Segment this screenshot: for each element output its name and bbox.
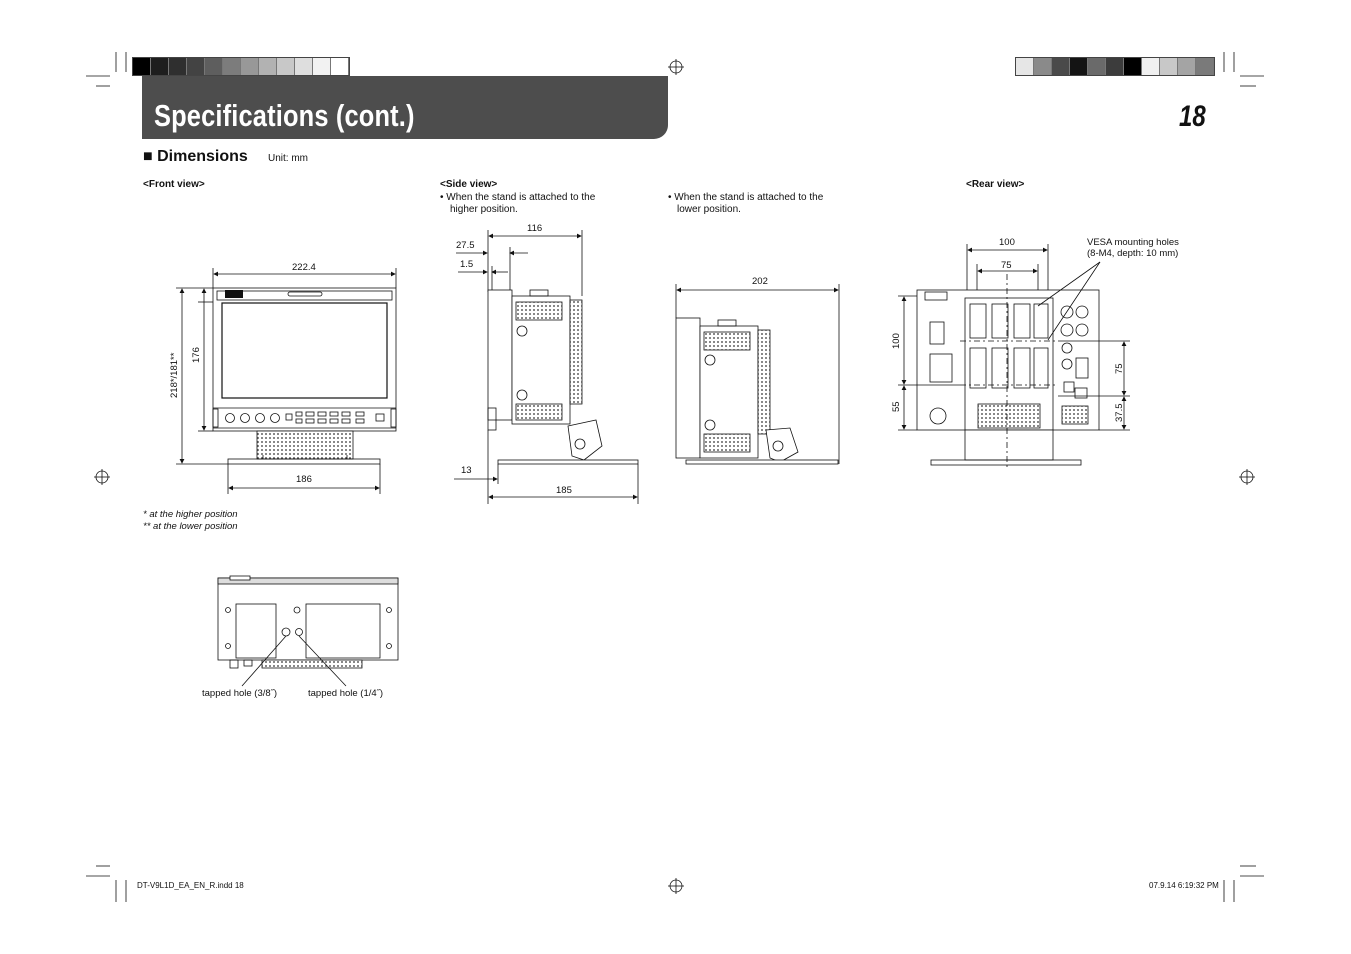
side-dim-13: 13 — [461, 465, 472, 476]
tapped-hole-1-4-label: tapped hole (1/4˝) — [308, 688, 383, 699]
color-swatch — [1034, 58, 1052, 75]
color-swatch — [1160, 58, 1178, 75]
front-view-label: <Front view> — [143, 179, 205, 190]
vesa-label-line2: (8-M4, depth: 10 mm) — [1087, 248, 1179, 259]
rear-dim-55-left: 55 — [891, 401, 902, 412]
rear-dim-100-top: 100 — [999, 237, 1015, 248]
color-calibration-bar-right — [1015, 57, 1215, 76]
color-swatch — [1016, 58, 1034, 75]
color-calibration-bar-left — [132, 57, 350, 76]
color-swatch — [1178, 58, 1196, 75]
tapped-hole-3-8-label: tapped hole (3/8˝) — [202, 688, 277, 699]
rear-dim-75-top: 75 — [1001, 260, 1012, 271]
side-dim-202: 202 — [752, 276, 768, 287]
side-view-higher-drawing — [454, 230, 639, 504]
note-higher-position: * at the higher position — [143, 509, 238, 520]
page-number: 18 — [1179, 100, 1206, 133]
color-swatch — [1052, 58, 1070, 75]
jvc-logo — [225, 290, 243, 298]
section-heading: ■ Dimensions — [143, 148, 248, 165]
color-swatch — [169, 58, 187, 75]
side-lower-note-line2: lower position. — [677, 204, 741, 215]
rear-dim-37-5-right: 37.5 — [1114, 403, 1125, 423]
front-width-222-4: 222.4 — [292, 262, 316, 273]
color-swatch — [1196, 58, 1214, 75]
side-view-label: <Side view> — [440, 179, 498, 190]
side-dim-27-5: 27.5 — [456, 240, 475, 251]
registration-marks — [86, 52, 1264, 902]
vesa-label-line1: VESA mounting holes — [1087, 237, 1179, 248]
color-swatch — [313, 58, 331, 75]
color-swatch — [277, 58, 295, 75]
unit-label: Unit: mm — [268, 153, 308, 164]
color-swatch — [1124, 58, 1142, 75]
rear-view-drawing — [898, 244, 1130, 470]
side-higher-note-line1: • When the stand is attached to the — [440, 192, 596, 203]
note-lower-position: ** at the lower position — [143, 521, 238, 532]
rear-dim-100-left: 100 — [891, 333, 902, 349]
color-swatch — [1088, 58, 1106, 75]
side-higher-note-line2: higher position. — [450, 204, 518, 215]
footer-filename: DT-V9L1D_EA_EN_R.indd 18 — [137, 881, 244, 890]
color-swatch — [259, 58, 277, 75]
color-swatch — [151, 58, 169, 75]
color-swatch — [1070, 58, 1088, 75]
footer-timestamp: 07.9.14 6:19:32 PM — [1149, 881, 1219, 890]
title-banner — [142, 76, 668, 139]
side-dim-116: 116 — [527, 223, 543, 234]
bottom-view-drawing — [217, 575, 399, 687]
front-height-176: 176 — [191, 347, 202, 363]
color-swatch — [205, 58, 223, 75]
front-height-outer: 218*/181** — [169, 352, 180, 398]
section-title: Dimensions — [157, 148, 248, 165]
rear-view-label: <Rear view> — [966, 179, 1025, 190]
color-swatch — [1106, 58, 1124, 75]
side-dim-185: 185 — [556, 485, 572, 496]
color-swatch — [295, 58, 313, 75]
color-swatch — [331, 58, 349, 75]
side-dim-1-5: 1.5 — [460, 259, 474, 270]
side-view-lower-drawing — [675, 284, 840, 465]
rear-dim-75-right: 75 — [1114, 363, 1125, 374]
color-swatch — [133, 58, 151, 75]
front-width-186: 186 — [296, 474, 312, 485]
color-swatch — [187, 58, 205, 75]
side-lower-note-line1: • When the stand is attached to the — [668, 192, 824, 203]
color-swatch — [241, 58, 259, 75]
color-swatch — [223, 58, 241, 75]
page-title: Specifications (cont.) — [154, 98, 415, 133]
color-swatch — [1142, 58, 1160, 75]
front-view-drawing — [176, 268, 397, 494]
